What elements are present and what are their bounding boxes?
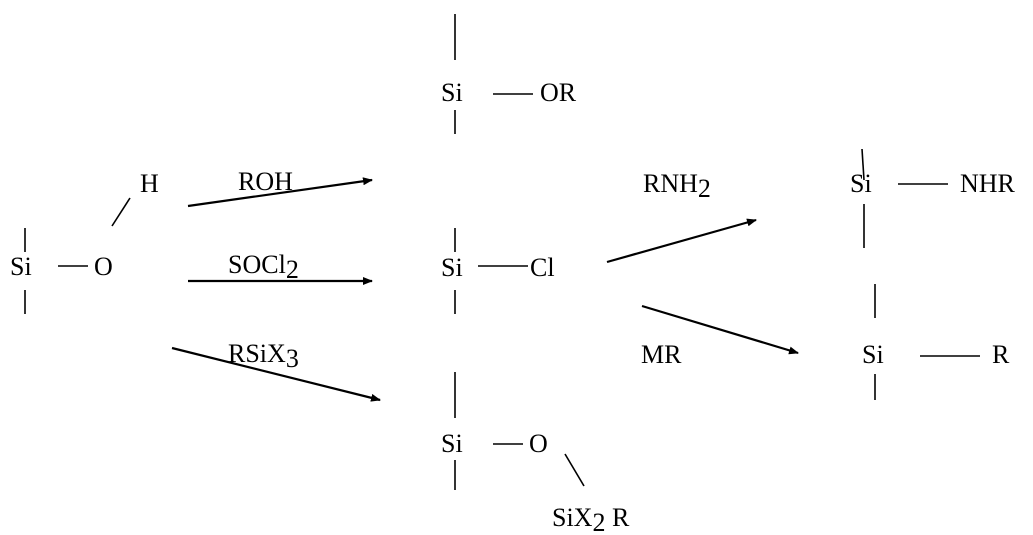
start-silanol: Si O H [10,169,159,314]
product-alkoxysilane: Si OR [441,14,577,134]
reagent-roh: ROH [238,167,293,196]
siloxane-substituent-label: SiX2 R [552,503,630,535]
siloxane-o-si-bond [564,453,585,487]
chloro-si-label: Si [441,253,463,282]
reagent-rsix3: RSiX3 [228,339,299,373]
arrow-mr [641,304,799,355]
arrow-rsix3 [171,346,381,402]
product-siloxane: Si O SiX2 R [441,372,630,535]
product-alkylsilane: Si R [862,284,1010,400]
reagent-rnh2: RNH2 [643,169,711,203]
alkoxy-si-label: Si [441,78,463,107]
arrow-roh [187,177,373,208]
product-chlorosilane: Si Cl [441,228,555,314]
amino-group-label: NHR [960,169,1016,198]
alkoxy-group-label: OR [540,78,577,107]
start-o-label: O [94,252,113,281]
alkyl-group-label: R [992,340,1010,369]
arrow-rnh2 [606,218,757,264]
amino-si-bond-up [861,148,865,181]
start-h-label: H [140,169,159,198]
siloxane-o-label: O [529,429,548,458]
start-o-h-bond [111,197,131,227]
amino-si-label: Si [850,169,872,198]
reagent-mr: MR [641,340,682,369]
alkyl-si-label: Si [862,340,884,369]
product-aminosilane: Si NHR [850,148,1016,248]
start-si-label: Si [10,252,32,281]
siloxane-si-label: Si [441,429,463,458]
chloro-group-label: Cl [530,253,555,282]
reagent-socl2: SOCl2 [228,250,299,284]
